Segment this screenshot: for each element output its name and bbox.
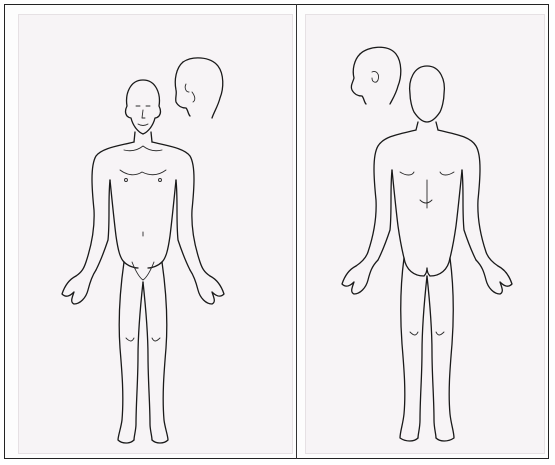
back-head-icon bbox=[410, 66, 445, 122]
front-right-hand-icon bbox=[190, 270, 224, 304]
back-right-hand-icon bbox=[476, 260, 512, 294]
front-left-hand-icon bbox=[62, 270, 96, 304]
back-left-hand-icon bbox=[342, 260, 378, 294]
back-body-icon bbox=[342, 47, 512, 441]
front-torso-icon bbox=[76, 142, 210, 276]
front-legs-icon bbox=[118, 262, 168, 443]
front-body-icon bbox=[62, 58, 224, 443]
back-profile-head-icon bbox=[351, 47, 400, 104]
front-profile-head-icon bbox=[175, 58, 223, 118]
back-legs-icon bbox=[400, 258, 454, 441]
